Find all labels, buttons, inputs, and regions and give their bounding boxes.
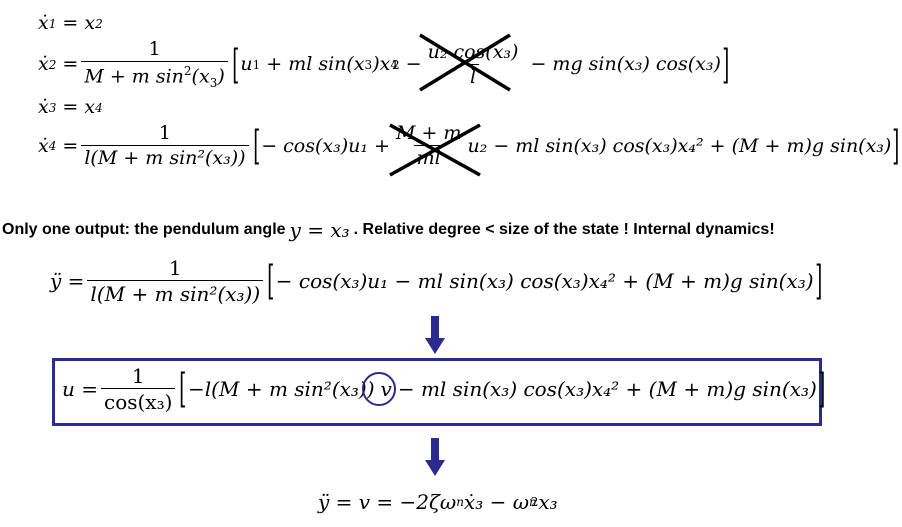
eq4-fraction: 1 l(M + m sin²(x₃)) — [81, 122, 249, 168]
eq2-term-u1: u — [240, 53, 253, 76]
statement-math: y = x₃ — [289, 218, 350, 242]
eq4-frac-num: 1 — [158, 122, 171, 144]
eq7-tail: x₃ — [538, 490, 558, 514]
eq5-frac-num: 1 — [168, 256, 182, 280]
eq3-lhs: ẋ — [38, 96, 49, 118]
equation-control-law: u = 1 cos(x₃) [ −l(M + m sin²(x₃)) v − m… — [62, 364, 826, 414]
highlight-circle — [362, 372, 396, 406]
eq2-frac-num: 1 — [148, 38, 161, 60]
eq3-rhs-sub: 4 — [95, 100, 103, 115]
eq4-term-cos: − cos(x₃)u₁ + — [261, 134, 390, 157]
eq2-lhs: ẋ — [38, 53, 49, 76]
eq4-frac-den: l(M + m sin²(x₃)) — [81, 145, 249, 168]
eq6-frac-den: cos(x₃) — [101, 388, 176, 412]
eq4-lhs-sub: 4 — [48, 139, 57, 153]
cross-out-mark-1 — [419, 33, 511, 92]
statement-after: . Relative degree < size of the state ! … — [353, 221, 775, 238]
eq1-lhs: ẋ — [38, 12, 49, 34]
down-arrow-icon — [425, 316, 445, 354]
eq2-crossed-den: l — [466, 63, 480, 87]
eq2-crossed-num: u₂ cos(x₃) — [427, 40, 519, 63]
eq1-lhs-sub: 1 — [48, 16, 57, 31]
eq4-lhs: ẋ — [38, 134, 49, 157]
eq6-frac-num: 1 — [131, 364, 145, 388]
eq5-body: − cos(x₃)u₁ − ml sin(x₃) cos(x₃)x₄² + (M… — [275, 269, 814, 293]
eq5-frac-den: l(M + m sin²(x₃)) — [87, 280, 264, 304]
eq4-term-rest: u₂ − ml sin(x₃) cos(x₃)x₄² + (M + m)g si… — [467, 134, 892, 157]
eq6-fraction: 1 cos(x₃) — [101, 364, 176, 412]
eq6-lhs: u = — [62, 377, 98, 401]
eq3-lhs-sub: 3 — [48, 100, 57, 115]
eq2-crossed-fraction: u₂ cos(x₃) l — [425, 40, 522, 87]
cross-out-mark-2 — [389, 123, 481, 177]
down-arrow-icon — [425, 438, 445, 476]
eq2-fraction: 1 M + m sin2(x3) — [81, 38, 228, 89]
statement-before: Only one output: the pendulum angle — [2, 221, 286, 238]
control-law-box — [52, 358, 822, 426]
eq6-body-a: −l(M + m sin²(x₃)) — [188, 377, 375, 401]
eq2-term-ml-tail: )x — [372, 53, 391, 76]
eq1-rhs-sub: 2 — [95, 16, 103, 31]
eq2-frac-den: M + m sin2(x3) — [81, 61, 228, 89]
eq2-term-ml: + ml sin(x — [266, 53, 365, 76]
eq2-frac-den-text: M + m sin — [84, 65, 184, 88]
eq3-rhs: x — [84, 96, 96, 118]
equation-y-ddot: ÿ = 1 l(M + m sin²(x₃)) [ − cos(x₃)u₁ − … — [50, 256, 822, 306]
statement-line: Only one output: the pendulum angle y = … — [2, 218, 775, 242]
eq6-body-b: − ml sin(x₃) cos(x₃)x₄² + (M + m)g sin(x… — [397, 377, 817, 401]
eq1-rhs: x — [84, 12, 96, 34]
eq2-lhs-sub: 2 — [48, 57, 57, 72]
eq5-lhs: ÿ = — [50, 269, 85, 293]
eq7-text: ÿ = v = −2ζω — [318, 490, 457, 514]
eq7-mid: ẋ₃ − ω — [463, 490, 529, 514]
eq7-sub-n: n — [456, 495, 464, 509]
eq5-fraction: 1 l(M + m sin²(x₃)) — [87, 256, 264, 304]
eq2-frac-den-tail: (x — [191, 65, 210, 88]
eq2-term-mg: − mg sin(x₃) cos(x₃) — [530, 53, 721, 76]
